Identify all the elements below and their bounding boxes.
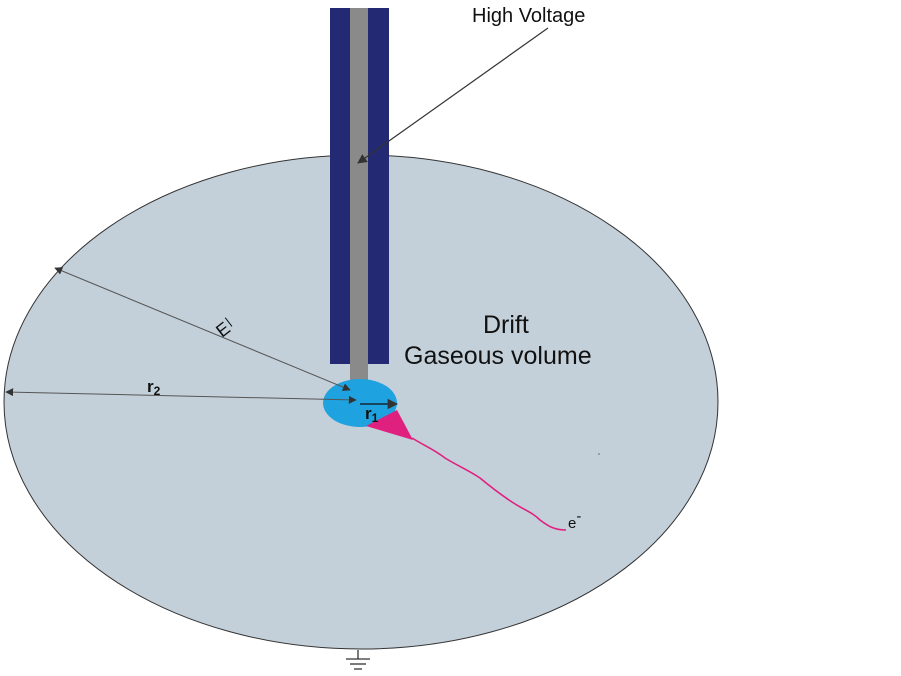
ground-symbol-icon: [346, 650, 370, 670]
electron-track: [411, 437, 567, 531]
r2-radius-arrow: [5, 388, 357, 404]
avalanche-region: [366, 410, 413, 440]
drift-label: Drift: [483, 311, 529, 339]
field-vector-bar: [224, 317, 233, 327]
high-voltage-pointer-arrow: [357, 27, 549, 164]
insulator-right: [368, 8, 389, 364]
r1-label: r1: [365, 404, 379, 425]
electron-label: e-: [568, 508, 581, 532]
high-voltage-label: High Voltage: [472, 5, 585, 27]
gaseous-volume-label: Gaseous volume: [404, 342, 592, 370]
r2-label: r2: [147, 377, 161, 398]
electric-field-arrow: [54, 267, 351, 391]
anode-wire: [350, 8, 368, 382]
high-voltage-feedthrough: [330, 8, 389, 382]
insulator-left: [330, 8, 350, 364]
speck: [598, 453, 600, 455]
